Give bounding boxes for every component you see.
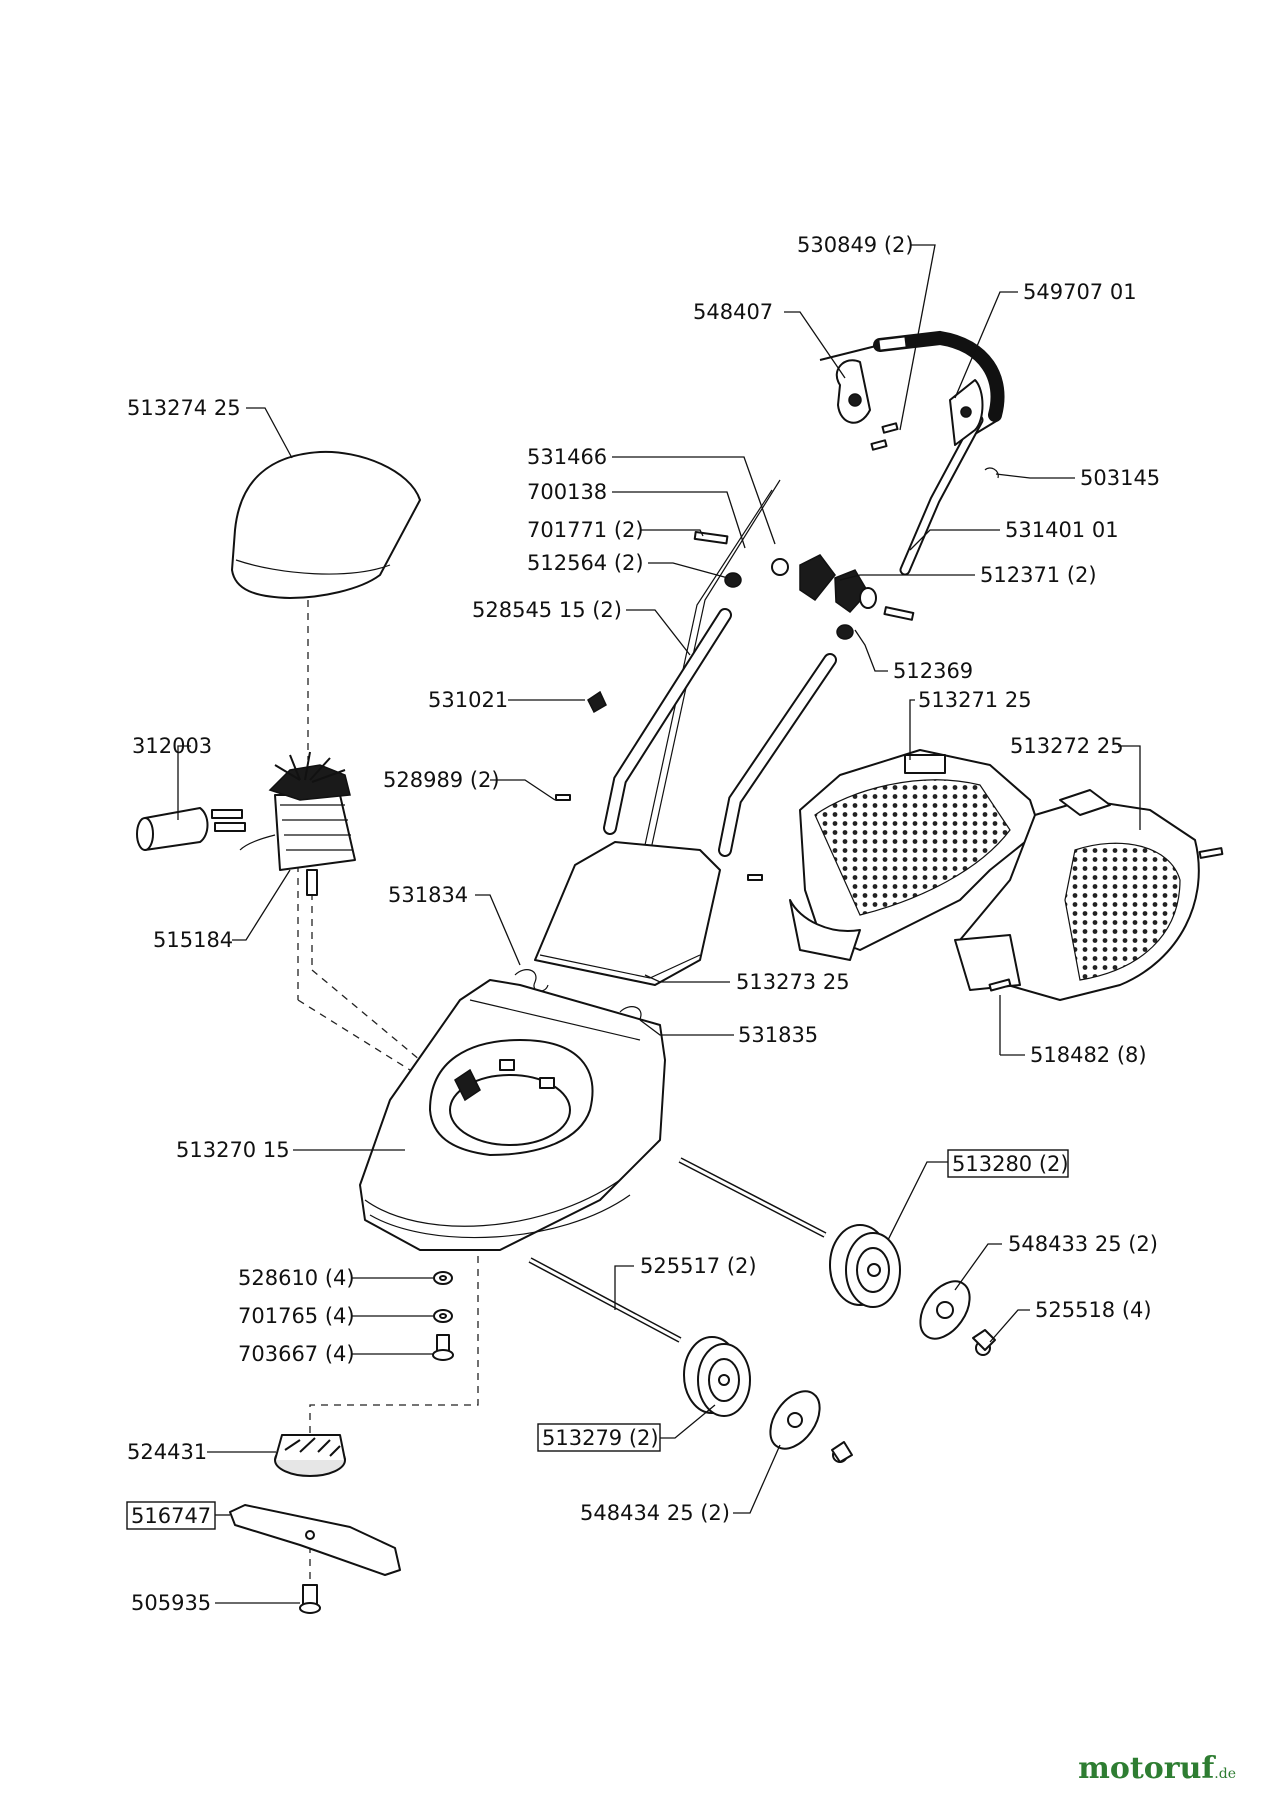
handle-assembly [737, 330, 1005, 576]
axles [528, 1157, 827, 1343]
label-525518: 525518 (4) [1035, 1298, 1152, 1322]
watermark-name: motoruf [1078, 1751, 1215, 1786]
grass-box-frame-513271 [789, 749, 1041, 961]
front-wheel-513279 [683, 1336, 751, 1417]
rear-flap-513273 [534, 841, 721, 986]
label-528610: 528610 (4) [238, 1266, 355, 1290]
label-515184: 515184 [153, 928, 233, 952]
label-703667: 703667 (4) [238, 1342, 355, 1366]
label-512564: 512564 (2) [527, 551, 644, 575]
part-labels: 530849 (2) 549707 01 548407 513274 25 53… [127, 233, 1160, 1615]
label-549707: 549707 01 [1023, 280, 1137, 304]
label-548434: 548434 25 (2) [580, 1501, 730, 1525]
label-513279: 513279 (2) [542, 1426, 659, 1450]
label-513280: 513280 (2) [952, 1152, 1069, 1176]
power-cable [639, 479, 781, 901]
handle-knobs-bolts [555, 422, 915, 881]
label-548407: 548407 [693, 300, 773, 324]
label-700138: 700138 [527, 480, 607, 504]
label-531835: 531835 [738, 1023, 818, 1047]
switch-box-548407 [835, 359, 871, 424]
label-518482: 518482 (8) [1030, 1043, 1147, 1067]
blade-516747 [229, 1504, 401, 1576]
label-503145: 503145 [1080, 466, 1160, 490]
fan-524431 [274, 1434, 346, 1477]
label-530849: 530849 (2) [797, 233, 914, 257]
motoruf-watermark: motoruf.de [1078, 1751, 1236, 1786]
label-513273: 513273 25 [736, 970, 850, 994]
label-513270: 513270 15 [176, 1138, 290, 1162]
label-512369: 512369 [893, 659, 973, 683]
label-513274: 513274 25 [127, 396, 241, 420]
label-512371: 512371 (2) [980, 563, 1097, 587]
leader-lines [177, 244, 1141, 1604]
label-513272: 513272 25 [1010, 734, 1124, 758]
label-701765: 701765 (4) [238, 1304, 355, 1328]
motor-515184 [239, 751, 356, 896]
label-312003: 312003 [132, 734, 212, 758]
label-516747: 516747 [131, 1504, 211, 1528]
label-boxes [126, 1149, 1069, 1530]
small-screws [831, 847, 1224, 1463]
label-513271: 513271 25 [918, 688, 1032, 712]
lower-handle-tubes [603, 608, 837, 857]
label-505935: 505935 [131, 1591, 211, 1615]
label-531466: 531466 [527, 445, 607, 469]
blade-bolt-505935 [299, 1584, 321, 1614]
label-548433: 548433 25 (2) [1008, 1232, 1158, 1256]
label-525517: 525517 (2) [640, 1254, 757, 1278]
capacitor-312003 [136, 807, 246, 851]
label-531834: 531834 [388, 883, 468, 907]
rear-wheel-513280 [829, 1224, 901, 1308]
watermark-tld: .de [1214, 1766, 1236, 1782]
label-531021: 531021 [428, 688, 508, 712]
grass-box-lid-513274 [231, 450, 421, 599]
label-701771: 701771 (2) [527, 518, 644, 542]
label-528989: 528989 (2) [383, 768, 500, 792]
label-524431: 524431 [127, 1440, 207, 1464]
label-531401: 531401 01 [1005, 518, 1119, 542]
washers-screw [432, 1271, 454, 1361]
grass-box-513272 [954, 789, 1200, 1001]
mower-deck-513270 [359, 979, 666, 1251]
label-528545: 528545 15 (2) [472, 598, 622, 622]
